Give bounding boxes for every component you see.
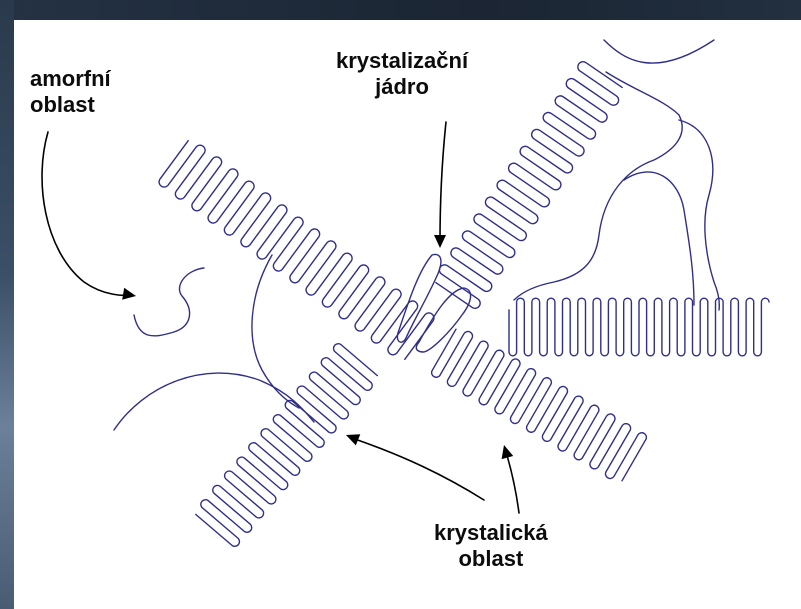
label-nucleus-line2: jádro <box>336 74 468 100</box>
amorphous-chain-right-loop <box>624 172 694 305</box>
arrow-crystalline-right-shaft <box>506 452 519 513</box>
nucleus-fold-2 <box>416 288 470 352</box>
label-crystallization-nucleus: krystalizační jádro <box>336 48 468 100</box>
label-amorphous-region: amorfní oblast <box>30 66 111 118</box>
label-amorphous-line1: amorfní <box>30 66 111 92</box>
amorphous-chain-left <box>134 268 204 336</box>
arrow-nucleus <box>434 122 446 248</box>
nucleus-fold-1 <box>397 254 441 342</box>
arrow-amorphous-head <box>122 288 136 300</box>
amorphous-chain-top <box>604 40 714 63</box>
polymer-structure-diagram <box>14 20 801 609</box>
label-crystalline-line1: krystalická <box>434 520 548 546</box>
arrow-amorphous-shaft <box>42 132 132 295</box>
arrow-nucleus-shaft <box>440 122 446 242</box>
lamella-upper-left <box>159 141 434 360</box>
amorphous-chain-lower <box>114 373 314 430</box>
lamella-lower-left <box>196 344 378 547</box>
arrow-crystalline-right <box>502 445 519 513</box>
arrow-crystalline-left <box>346 434 484 500</box>
amorphous-chain-center-left <box>252 255 299 408</box>
background-left-strip <box>0 0 14 609</box>
arrow-amorphous <box>42 132 136 300</box>
amorphous-chain-upper-right <box>514 72 682 300</box>
background-top <box>0 0 801 20</box>
label-amorphous-line2: oblast <box>30 92 111 118</box>
arrow-crystalline-left-shaft <box>352 438 484 500</box>
arrows <box>42 122 519 513</box>
lamella-horizontal-right <box>509 298 769 356</box>
polymer-chains <box>114 40 769 546</box>
arrow-nucleus-head <box>434 235 446 248</box>
arrow-crystalline-right-head <box>502 445 514 459</box>
label-crystalline-region: krystalická oblast <box>434 520 548 572</box>
diagram-panel: amorfní oblast krystalizační jádro kryst… <box>14 20 801 609</box>
label-crystalline-line2: oblast <box>434 546 548 572</box>
label-nucleus-line1: krystalizační <box>336 48 468 74</box>
